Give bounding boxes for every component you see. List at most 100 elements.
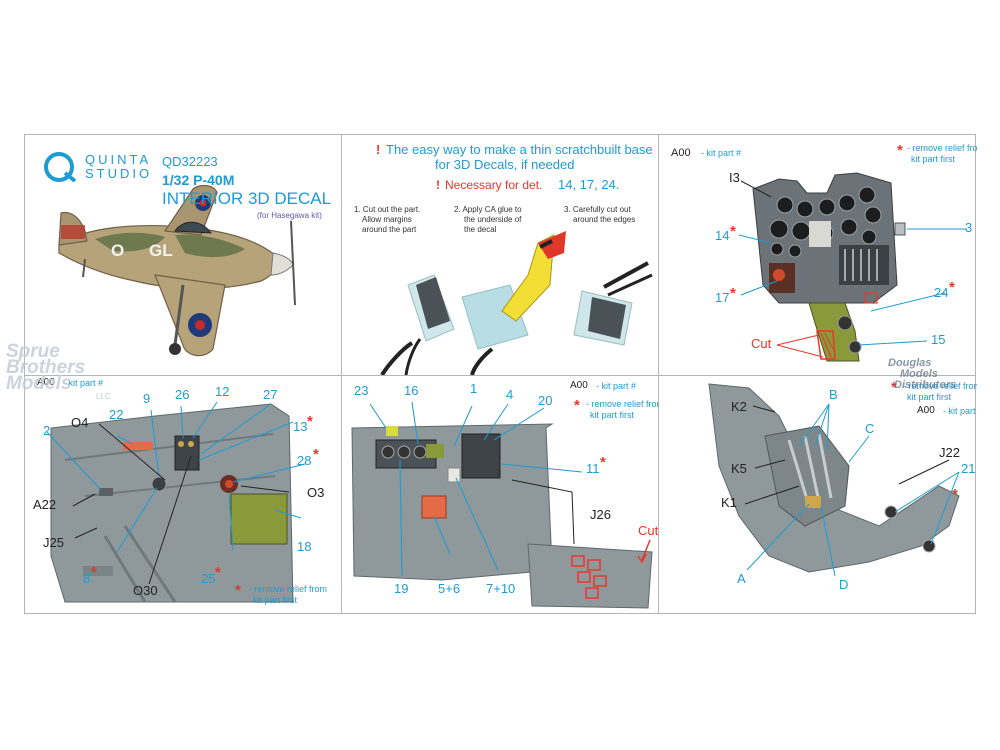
- label-B: B: [829, 387, 838, 402]
- aircraft-code: GL: [149, 241, 173, 260]
- label-13-star: *: [307, 413, 313, 430]
- label-27: 27: [263, 387, 278, 402]
- step-2-line-2: the underside of: [464, 215, 522, 224]
- watermark-line-1: Sprue: [6, 341, 60, 362]
- quinta-logo-icon: [44, 152, 74, 182]
- label-13: 13: [293, 419, 308, 434]
- step-2-line-1: 2. Apply CA glue to: [454, 205, 522, 214]
- relief-line-2-br: kit part first: [907, 392, 952, 402]
- label-17: 17: [715, 290, 730, 305]
- relief-line-2-bl: kit part first: [253, 595, 298, 605]
- label-12: 12: [215, 384, 230, 399]
- divider-horizontal: [25, 375, 975, 376]
- kit-part-text-bm: - kit part #: [596, 381, 637, 391]
- label-5-6: 5+6: [438, 581, 461, 596]
- brand-line-1: QUINTA: [85, 152, 152, 167]
- instrument-panel-illustration: [738, 172, 967, 362]
- kit-part-text-br: - kit part #: [943, 406, 977, 416]
- divider-vertical-2: [658, 135, 659, 613]
- aircraft-illustration: [44, 152, 296, 357]
- label-11: 11: [586, 461, 600, 476]
- kit-part-code-bm: A00: [570, 380, 588, 391]
- douglas-line-1: Douglas: [888, 357, 932, 369]
- label-28: 28: [297, 453, 312, 468]
- label-J25: J25: [43, 535, 64, 550]
- label-I3: I3: [729, 170, 740, 185]
- step-1-line-2: Allow margins: [362, 215, 412, 224]
- douglas-line-2: Models: [900, 368, 938, 380]
- instruction-sheet: QUINTA STUDIO QD32223 1/32 P-40M INTERIO…: [24, 134, 977, 615]
- label-14: 14: [715, 228, 730, 243]
- headline-mark: !: [376, 142, 381, 157]
- kit-part-code-bl: A00: [37, 377, 55, 388]
- label-28-star: *: [313, 446, 319, 463]
- product-header-panel: QUINTA STUDIO QD32223 1/32 P-40M INTERIO…: [25, 135, 341, 375]
- relief-star: *: [897, 142, 903, 159]
- instruction-illustration: [380, 231, 653, 375]
- product-code: QD32223: [162, 154, 218, 169]
- label-1: 1: [470, 381, 478, 396]
- relief-line-2-bm: kit part first: [590, 410, 635, 420]
- label-A22: A22: [33, 497, 57, 512]
- left-sidewall-illustration: [46, 401, 306, 603]
- watermark-sprue-brothers: Sprue Brothers Models: [6, 341, 86, 394]
- label-7-10: 7+10: [486, 581, 516, 596]
- label-17-star: *: [730, 285, 736, 302]
- label-A: A: [737, 571, 746, 586]
- relief-star-br: *: [891, 379, 897, 396]
- brand-line-2: STUDIO: [85, 166, 153, 181]
- label-26: 26: [175, 387, 190, 402]
- label-15: 15: [931, 332, 946, 347]
- kit-part-code-br: A00: [917, 405, 935, 416]
- douglas-line-3: Distributors: [894, 379, 957, 391]
- label-O3: O3: [307, 485, 325, 500]
- label-20: 20: [538, 393, 553, 408]
- watermark-suffix: LLC: [96, 392, 111, 401]
- label-J22: J22: [939, 445, 960, 460]
- instrument-panel-diagram: A00 - kit part # * - remove relief from …: [659, 135, 977, 375]
- right-sidewall-diagram: 23 16 1 4 A00 - kit part # 20 * - remove…: [342, 376, 658, 615]
- label-9: 9: [143, 391, 151, 406]
- headline-line-1: The easy way to make a thin scratchbuilt…: [386, 142, 653, 157]
- step-1-line-3: around the part: [362, 225, 417, 234]
- necessary-parts: 14, 17, 24.: [558, 177, 620, 192]
- label-4: 4: [506, 387, 514, 402]
- instructions-panel: ! The easy way to make a thin scratchbui…: [342, 135, 658, 375]
- step-3-line-2: around the edges: [573, 215, 636, 224]
- watermark-douglas: Douglas Models Distributors: [888, 358, 956, 391]
- label-J26: J26: [590, 507, 611, 522]
- right-sidewall-illustration: [351, 401, 653, 609]
- kit-part-code: A00: [671, 147, 691, 159]
- label-K2: K2: [731, 399, 747, 414]
- divider-vertical-1: [341, 135, 342, 613]
- label-8: 8: [83, 571, 91, 586]
- relief-line-1: - remove relief from: [907, 143, 977, 153]
- quinta-logo-tail: [63, 171, 77, 183]
- label-K5: K5: [731, 461, 747, 476]
- label-D: D: [839, 577, 849, 592]
- label-24: 24: [934, 285, 949, 300]
- product-scale: 1/32 P-40M: [162, 172, 235, 188]
- relief-line-1-br: - remove relief from: [903, 381, 977, 391]
- relief-star-bm: *: [574, 397, 580, 414]
- label-2: 2: [43, 423, 51, 438]
- watermark-line-3: Models: [6, 373, 72, 394]
- aircraft-letter: O: [111, 241, 125, 260]
- label-cut: Cut: [751, 336, 772, 351]
- label-21: 21: [961, 461, 976, 476]
- headline-line-2: for 3D Decals, if needed: [435, 157, 575, 172]
- label-18: 18: [297, 539, 312, 554]
- label-O30: O30: [133, 583, 158, 598]
- kit-part-text: - kit part #: [701, 148, 742, 158]
- seat-diagram: * - remove relief from kit part first A0…: [659, 376, 977, 615]
- label-11-star: *: [600, 454, 606, 471]
- label-25: 25: [201, 571, 216, 586]
- relief-line-1-bl: - remove relief from: [249, 584, 328, 594]
- label-19: 19: [394, 581, 409, 596]
- label-O4: O4: [71, 415, 89, 430]
- label-K1: K1: [721, 495, 737, 510]
- watermark-line-2: Brothers: [6, 357, 86, 378]
- necessary-text: Necessary for det.: [445, 178, 543, 192]
- relief-line-2: kit part first: [911, 154, 956, 164]
- label-22: 22: [109, 407, 124, 422]
